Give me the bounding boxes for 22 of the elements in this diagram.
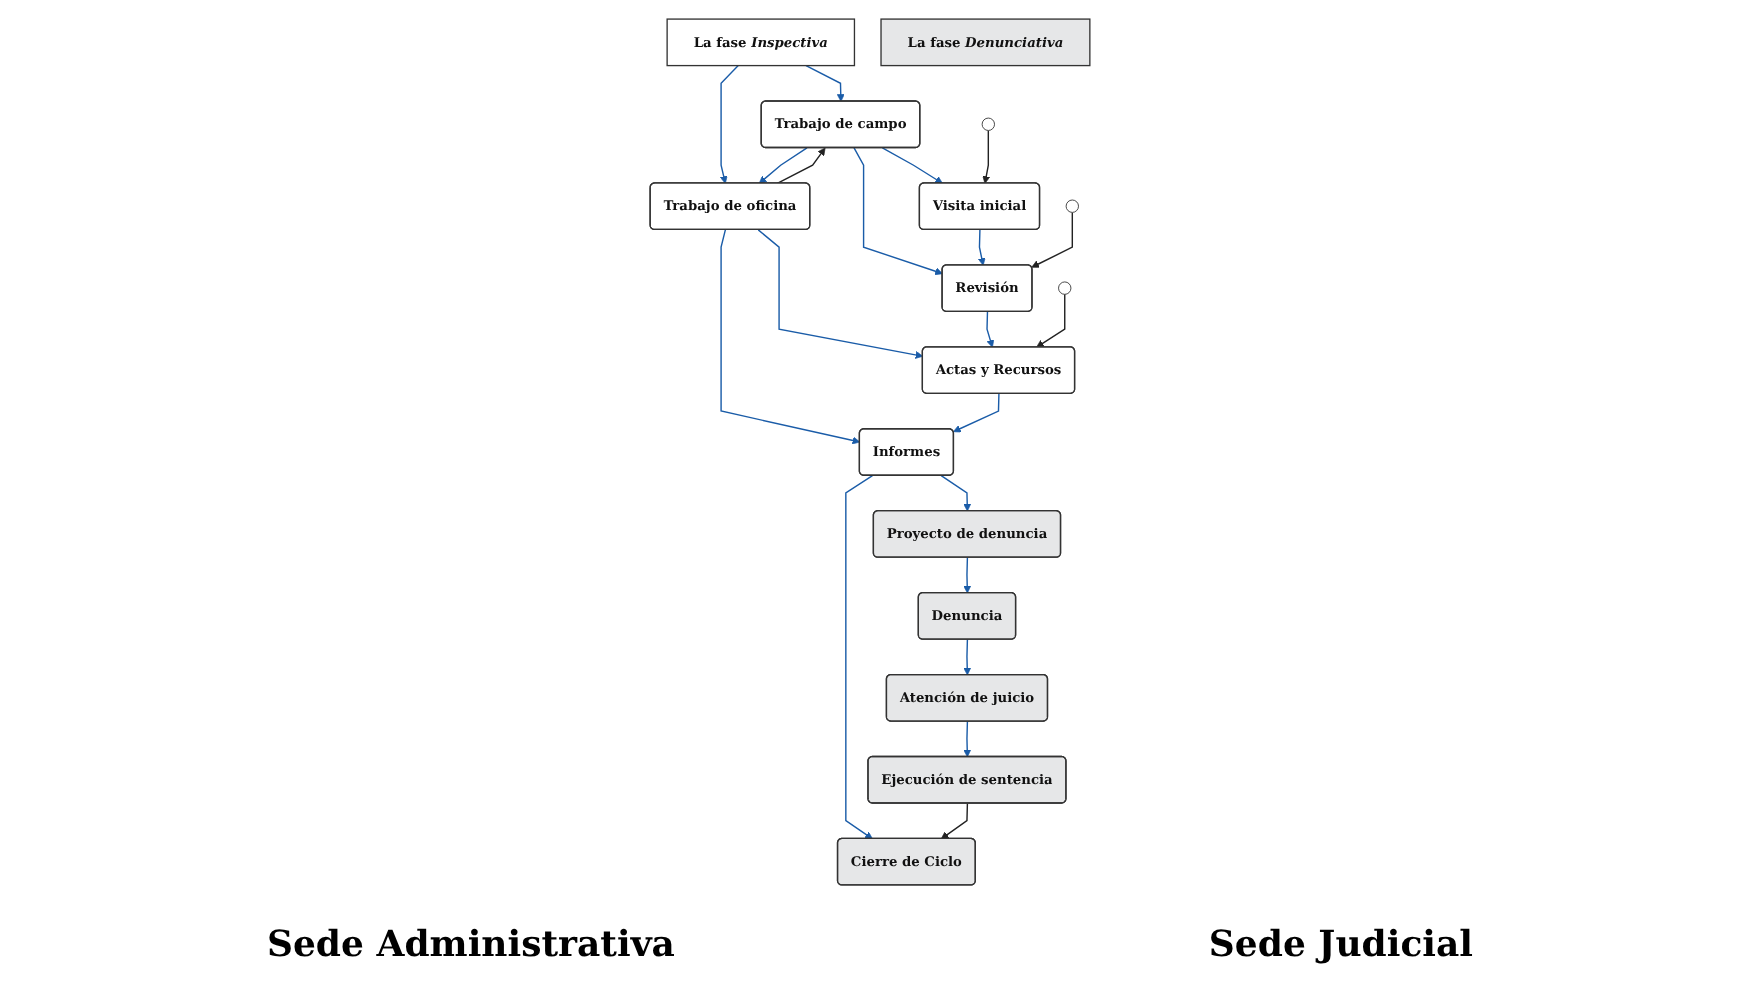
section-label: Sede Administrativa xyxy=(266,923,675,965)
arrow xyxy=(977,229,986,266)
arrow xyxy=(845,475,874,840)
arrow xyxy=(805,64,845,102)
arrow xyxy=(963,720,972,758)
arrow xyxy=(982,129,991,184)
arrow xyxy=(1031,211,1073,268)
arrow xyxy=(757,229,924,359)
arrow xyxy=(953,393,1000,433)
arrow xyxy=(940,475,972,512)
arrow xyxy=(963,556,972,594)
arrow xyxy=(758,147,808,184)
arrow xyxy=(940,802,969,840)
arrow xyxy=(719,64,739,184)
arrow xyxy=(963,638,972,676)
section-label: Sede Judicial xyxy=(1208,923,1474,965)
arrow xyxy=(776,147,826,185)
arrow xyxy=(881,147,943,184)
arrow xyxy=(986,311,995,348)
arrow xyxy=(853,147,943,276)
arrow xyxy=(720,229,861,445)
arrow xyxy=(1036,293,1066,348)
